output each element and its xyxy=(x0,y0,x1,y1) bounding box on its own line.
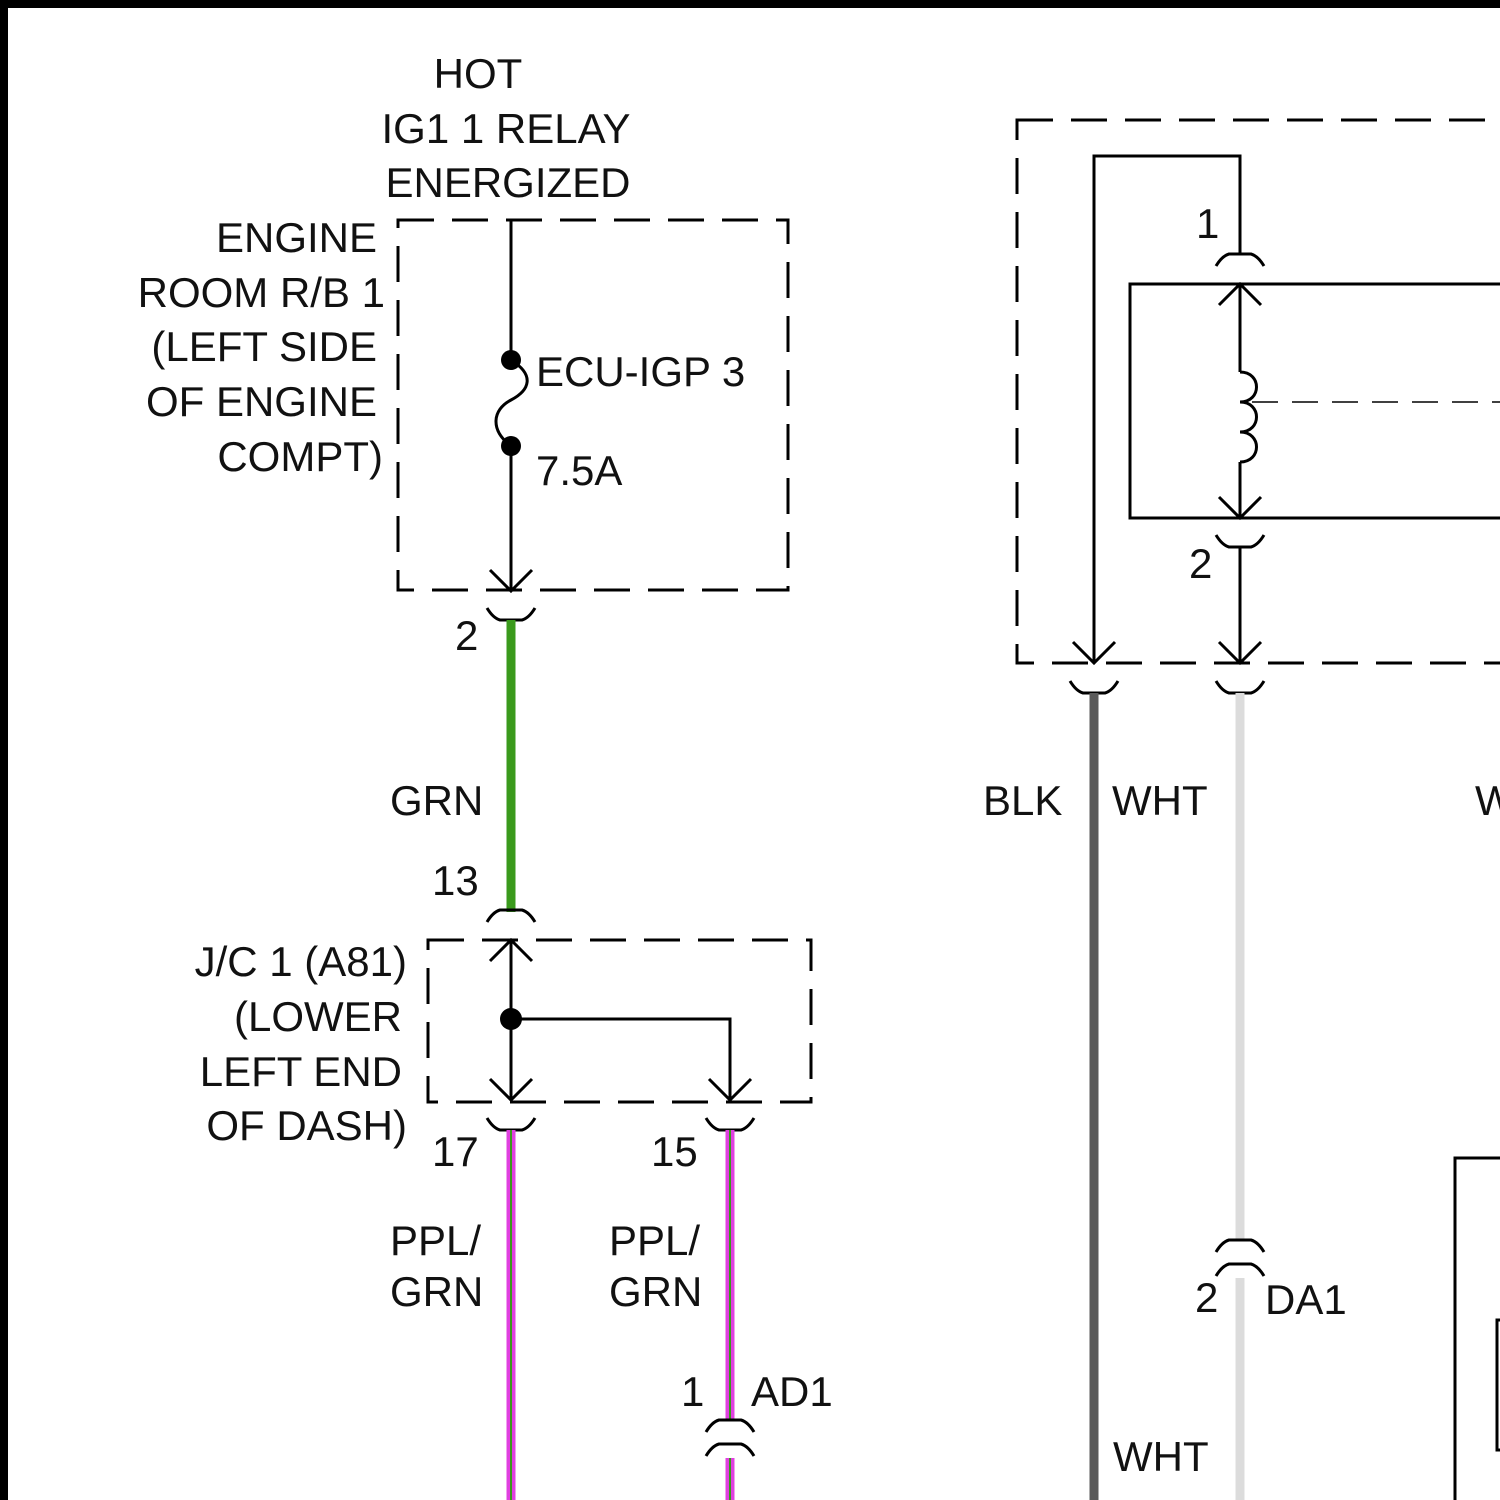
connector-ad1-name: AD1 xyxy=(751,1368,833,1415)
connector-da1-name: DA1 xyxy=(1265,1276,1347,1323)
junction-label-3: LEFT END xyxy=(200,1048,402,1095)
wire-grn-label: GRN xyxy=(390,777,483,824)
fuse-rating: 7.5A xyxy=(536,447,622,494)
relay-out-pin-number: 2 xyxy=(455,612,478,659)
title-line-hot: HOT xyxy=(434,50,523,97)
relay-pin-2-connector xyxy=(1216,535,1264,547)
junction-label-2: (LOWER xyxy=(234,993,402,1040)
relay-coil-housing xyxy=(1130,284,1500,518)
wire-wht-lower-label: WHT xyxy=(1113,1433,1209,1480)
wire-wht-label: WHT xyxy=(1112,777,1208,824)
relay-block-label-4: OF ENGINE xyxy=(146,378,377,425)
connector-relay-wht xyxy=(1216,681,1264,693)
relay-block-label-3: (LEFT SIDE xyxy=(151,323,377,370)
relay-pin-1-connector xyxy=(1216,254,1264,266)
junction-label-4: OF DASH) xyxy=(206,1102,407,1149)
title-line-energized: ENERGIZED xyxy=(385,159,630,206)
wire-w-partial-label: W xyxy=(1475,777,1500,824)
relay-pin-1-number: 1 xyxy=(1196,200,1219,247)
junction-label-1: J/C 1 (A81) xyxy=(195,938,407,985)
engine-room-relay-block: ENGINE ROOM R/B 1 (LEFT SIDE OF ENGINE C… xyxy=(138,214,788,591)
junction-pin-out-a-number: 17 xyxy=(432,1128,479,1175)
relay-coil-icon xyxy=(1240,372,1257,462)
relay-pin-2-number: 2 xyxy=(1189,540,1212,587)
relay-block-label-2: ROOM R/B 1 xyxy=(138,269,385,316)
connector-relay-blk xyxy=(1070,681,1118,693)
junction-pin-out-b-number: 15 xyxy=(651,1128,698,1175)
relay-block-label-5: COMPT) xyxy=(217,433,383,480)
relay-block-label-1: ENGINE xyxy=(216,214,377,261)
wire-ppl-grn-b-label-2: GRN xyxy=(609,1268,702,1315)
title-line-relay: IG1 1 RELAY xyxy=(381,105,630,152)
connector-ad1-pin: 1 xyxy=(681,1368,704,1415)
connector-da1-pin: 2 xyxy=(1195,1274,1218,1321)
wire-ppl-grn-a-label-1: PPL/ xyxy=(390,1217,481,1264)
junction-pin-in-number: 13 xyxy=(432,857,479,904)
partial-component-bottom-right xyxy=(1455,1158,1500,1500)
fuse-name: ECU-IGP 3 xyxy=(536,348,745,395)
wire-ppl-grn-b-label-1: PPL/ xyxy=(609,1217,700,1264)
connector-relay-out xyxy=(487,608,535,620)
junction-connector-block: J/C 1 (A81) (LOWER LEFT END OF DASH) xyxy=(195,938,811,1149)
relay-component-block: 1 2 xyxy=(1017,120,1500,663)
power-source-title: HOT IG1 1 RELAY ENERGIZED xyxy=(381,50,630,206)
connector-ad1 xyxy=(706,1420,754,1456)
wire-blk-label: BLK xyxy=(983,777,1062,824)
connector-junction-out-b xyxy=(706,1118,754,1130)
wire-ppl-grn-a-label-2: GRN xyxy=(390,1268,483,1315)
fuse-symbol xyxy=(496,360,527,446)
connector-da1 xyxy=(1216,1240,1264,1276)
connector-junction-out-a xyxy=(487,1118,535,1130)
